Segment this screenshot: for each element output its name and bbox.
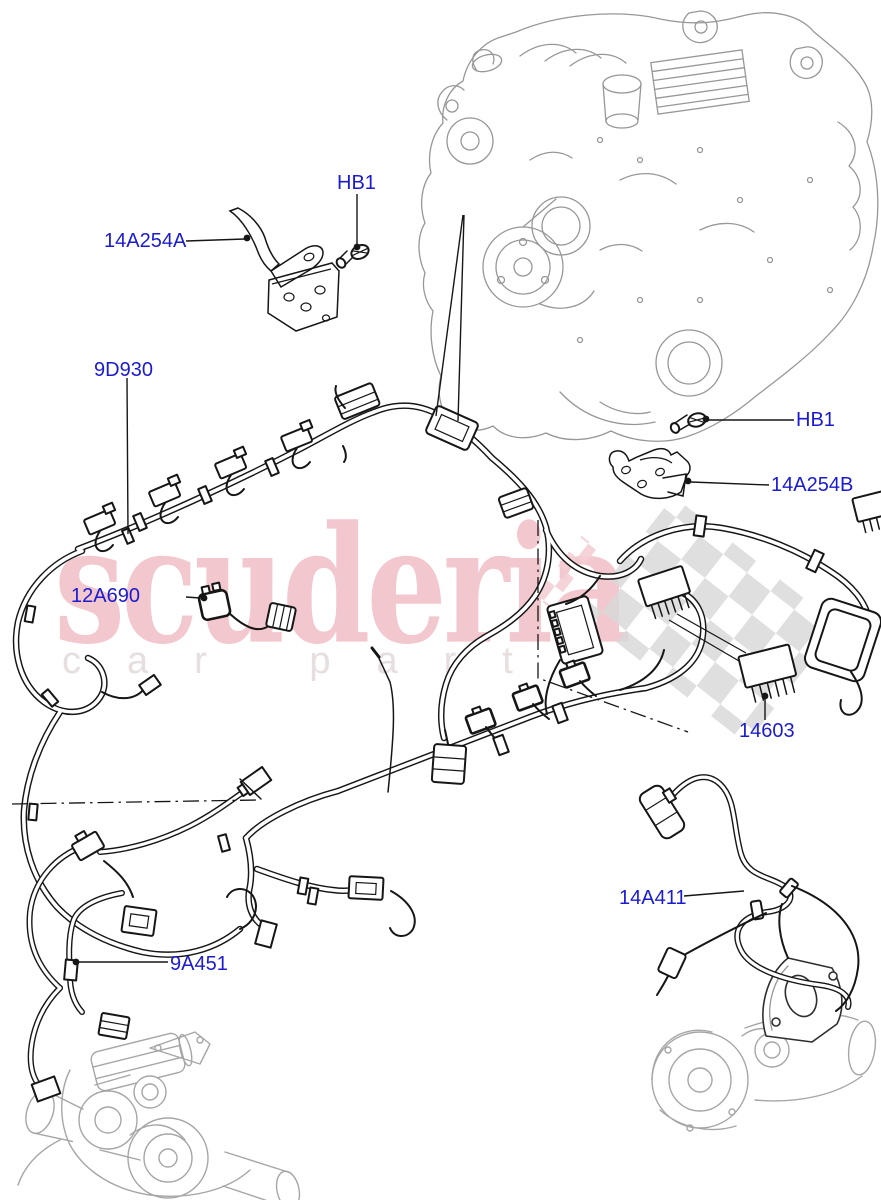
- subharness-9a451: [30, 765, 273, 1103]
- sensor-connector: [511, 682, 544, 712]
- harness-end-connector: [334, 382, 381, 420]
- sensor-connector: [558, 659, 591, 689]
- bracket-14a254b: [608, 447, 691, 500]
- mini-connector: [138, 673, 162, 697]
- connector: [30, 1075, 62, 1103]
- part-label-9d930[interactable]: 9D930: [94, 359, 153, 381]
- connector: [236, 765, 273, 797]
- comb-connector: [737, 643, 797, 703]
- coil-connector: [280, 418, 314, 453]
- connector: [497, 487, 535, 519]
- bracket-14a254a: [228, 207, 340, 332]
- connector: [425, 405, 479, 451]
- connector: [347, 875, 385, 901]
- pigtail-14a411: [638, 777, 860, 1012]
- connector: [120, 905, 158, 937]
- hanging-connector: [430, 743, 468, 785]
- part-label-14603[interactable]: 14603: [739, 720, 795, 742]
- left-turbocharger: [17, 1031, 301, 1200]
- phantom-lines: [11, 520, 689, 805]
- leader-lines: [72, 194, 794, 966]
- comb-connector: [851, 489, 881, 534]
- coil-connector: [214, 445, 248, 480]
- sensor-connector: [464, 705, 497, 735]
- part-label-14a254a[interactable]: 14A254A: [104, 230, 187, 252]
- pigtail-12a690: [197, 581, 297, 632]
- barrel-connector: [638, 784, 686, 840]
- part-label-14a411[interactable]: 14A411: [619, 887, 687, 909]
- part-label-12a690[interactable]: 12A690: [71, 585, 140, 607]
- part-label-9a451[interactable]: 9A451: [170, 953, 228, 975]
- checker-flag-watermark: [534, 496, 839, 744]
- coil-connector: [148, 473, 182, 508]
- engine-illustration: [418, 10, 879, 442]
- watermark-subtitle: car parts: [62, 640, 624, 682]
- connector: [97, 1012, 131, 1040]
- connector: [254, 919, 278, 949]
- connector: [71, 830, 105, 862]
- part-label-hb1-right[interactable]: HB1: [796, 409, 835, 431]
- round-connector: [803, 597, 881, 683]
- right-turbocharger: [651, 957, 877, 1132]
- part-label-14a254b[interactable]: 14A254B: [771, 474, 854, 496]
- watermark-title: scuderia: [54, 491, 631, 681]
- main-harness-9d930: [16, 382, 881, 955]
- coil-connector: [83, 501, 117, 536]
- bolt-hb1-right: [669, 412, 707, 434]
- connector: [657, 946, 687, 980]
- ecu-connector: [546, 595, 604, 665]
- comb-connector: [637, 565, 691, 620]
- part-label-hb1-top[interactable]: HB1: [337, 172, 376, 194]
- bolt-hb1-top: [335, 243, 370, 269]
